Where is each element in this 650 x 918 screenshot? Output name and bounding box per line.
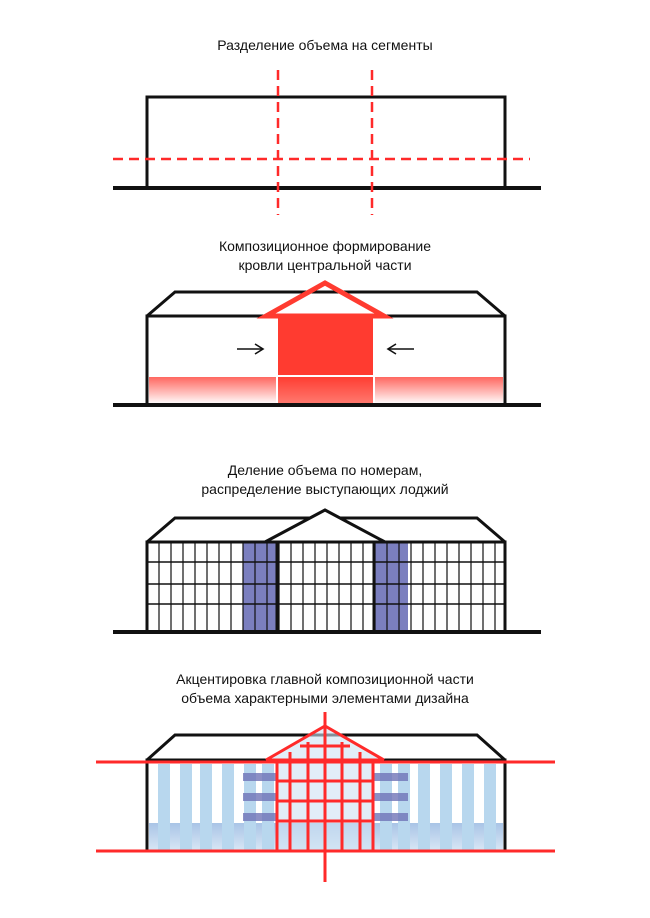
window-strip	[462, 764, 474, 850]
arrow-right-icon	[237, 343, 265, 355]
window-strip	[418, 764, 430, 850]
window-strip	[440, 764, 452, 850]
central-gable-roof	[264, 508, 386, 544]
roof-outline	[146, 290, 506, 318]
facade-grid	[147, 542, 505, 632]
window-strip	[398, 764, 410, 850]
diagram-unit-division	[0, 500, 650, 640]
caption-line: распределение выступающих лоджий	[201, 481, 449, 497]
base-band-right	[375, 376, 503, 404]
window-strip	[222, 764, 234, 850]
building-volume	[145, 95, 507, 190]
caption-line: Акцентировка главной композиционной част…	[176, 671, 474, 687]
diagram-accentuation	[0, 710, 650, 890]
base-band-left	[149, 376, 277, 404]
caption-line: Деление объема по номерам,	[227, 462, 423, 478]
window-strip	[180, 764, 192, 850]
window-strip	[200, 764, 212, 850]
window-strip	[262, 764, 274, 850]
building-body	[145, 540, 507, 634]
window-strip	[484, 764, 496, 850]
window-strips	[158, 764, 496, 850]
caption-accentuation: Акцентировка главной композиционной част…	[0, 670, 650, 708]
segmentation-drawing	[113, 70, 541, 215]
loggia-left	[243, 542, 277, 632]
base-band-center	[278, 376, 373, 404]
caption-unit-division: Деление объема по номерам, распределение…	[0, 461, 650, 499]
central-block	[278, 316, 373, 375]
unit-division-drawing	[113, 508, 541, 634]
window-strip	[380, 764, 392, 850]
window-strip	[158, 764, 170, 850]
caption-line: кровли центральной части	[238, 257, 412, 273]
central-gable-roof	[256, 280, 394, 319]
window-strip	[244, 764, 256, 850]
accentuation-drawing	[96, 712, 555, 882]
loggia-bands-right	[374, 773, 408, 821]
caption-line: объема характерными элементами дизайна	[181, 690, 469, 706]
caption-segmentation: Разделение объема на сегменты	[0, 36, 650, 55]
diagram-roof-composition	[0, 275, 650, 415]
roof-drawing	[113, 280, 541, 407]
caption-line: Композиционное формирование	[218, 238, 432, 254]
caption-line: Разделение объема на сегменты	[217, 37, 433, 53]
loggia-right	[374, 542, 408, 632]
arrow-left-icon	[386, 343, 414, 355]
diagram-segmentation	[0, 60, 650, 220]
caption-roof-composition: Композиционное формирование кровли центр…	[0, 237, 650, 275]
loggia-bands-left	[243, 773, 277, 821]
